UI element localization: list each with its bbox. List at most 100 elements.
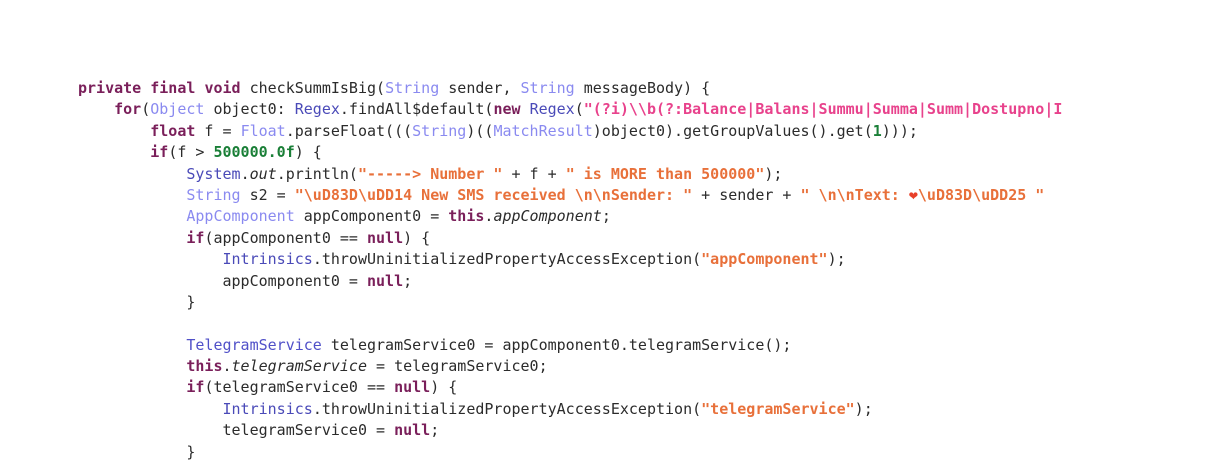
code-line: Intrinsics.throwUninitializedPropertyAcc… (78, 249, 1062, 270)
code-line: String s2 = "\uD83D\uDD14 New SMS receiv… (78, 185, 1062, 206)
code-line: Intrinsics.throwUninitializedPropertyAcc… (78, 399, 1062, 420)
code-indent (78, 336, 186, 354)
code-line: float f = Float.parseFloat(((String)((Ma… (78, 121, 1062, 142)
code-token-plain: ( (141, 100, 151, 119)
code-indent (78, 165, 186, 183)
code-token-plain: ( (574, 100, 584, 119)
code-token-typ: String (186, 185, 241, 204)
code-token-plain: ) { (403, 228, 431, 247)
code-line: } (78, 292, 1062, 313)
code-line: this.telegramService = telegramService0; (78, 356, 1062, 377)
code-line: System.out.println("-----> Number " + f … (78, 164, 1062, 185)
code-token-plain: .println( (276, 164, 358, 183)
code-token-kw: float (150, 121, 196, 140)
code-token-plain: .parseFloat((( (285, 121, 413, 140)
code-token-strb: " \n\nText: (800, 185, 909, 204)
code-line: AppComponent appComponent0 = this.appCom… (78, 206, 1062, 227)
source-code-block[interactable]: private final void checkSummIsBig(String… (78, 78, 1062, 470)
code-token-strb: "telegramService" (701, 399, 855, 418)
code-token-kw: void (204, 79, 241, 97)
code-token-typ2: TelegramService (186, 335, 322, 354)
code-token-plain: .findAll$default( (339, 100, 494, 119)
code-token-kw: null (367, 271, 404, 290)
code-token-plain: + sender + (692, 185, 801, 204)
code-token-strb: "appComponent" (701, 250, 828, 269)
code-token-plain: .throwUninitializedPropertyAccessExcepti… (312, 399, 702, 418)
code-token-plain (521, 100, 530, 118)
code-line: TelegramService telegramService0 = appCo… (78, 335, 1062, 356)
code-indent (78, 443, 186, 461)
code-token-cls: Intrinsics (222, 250, 313, 269)
code-token-plain: s2 = (240, 185, 295, 204)
code-indent (78, 229, 186, 247)
code-token-plain: (telegramService0 == (204, 378, 395, 397)
code-token-typ: String (412, 121, 467, 140)
code-indent (78, 421, 223, 439)
code-token-cls: System (186, 164, 241, 183)
code-line (78, 313, 1062, 334)
code-token-plain: . (222, 357, 232, 376)
code-token-plain: ); (764, 164, 783, 183)
code-token-kw: if (186, 228, 205, 247)
code-indent (78, 378, 186, 396)
code-indent (78, 250, 223, 268)
code-line: if(telegramService0 == null) { (78, 377, 1062, 398)
code-token-plain: ); (854, 399, 873, 418)
code-token-plain: } (186, 292, 196, 311)
code-token-plain: )(( (466, 121, 494, 140)
code-token-plain: + f + (502, 164, 566, 183)
code-token-typ: MatchResult (493, 121, 593, 140)
code-token-plain: appComponent0 = (294, 207, 449, 226)
code-line: telegramService0 = null; (78, 420, 1062, 441)
code-token-plain: )object0).getGroupValues().get( (592, 121, 873, 140)
code-token-plain: sender, (439, 79, 521, 97)
code-token-rgx: "(?i)\\b(?:Balance|Balans|Summu|Summa|Su… (583, 100, 1063, 119)
code-token-heart: ❤ (908, 185, 918, 204)
code-line: private final void checkSummIsBig(String… (78, 78, 1062, 99)
code-token-num: 1 (872, 121, 882, 140)
code-line: appComponent0 = null; (78, 271, 1062, 292)
code-token-fld: appComponent (493, 207, 602, 226)
code-token-cls: Regex (529, 100, 575, 119)
code-token-plain: ; (403, 271, 413, 290)
code-token-statfld: out (249, 164, 277, 183)
code-token-plain: object0: (204, 100, 295, 119)
code-token-plain: . (240, 164, 250, 183)
code-indent (78, 100, 114, 118)
code-token-kw: private (78, 79, 142, 97)
code-token-plain: = telegramService0; (367, 357, 548, 376)
code-token-plain: checkSummIsBig( (240, 79, 386, 97)
code-token-kw: final (150, 79, 196, 97)
code-token-kw: if (186, 378, 205, 397)
code-token-kw: for (114, 100, 142, 119)
code-line: if(f > 500000.0f) { (78, 142, 1062, 163)
code-token-plain: . (484, 207, 494, 226)
code-token-plain: messageBody) { (574, 79, 711, 97)
code-token-num: 500000.0f (213, 143, 295, 162)
code-token-plain: telegramService0 = (222, 421, 395, 440)
code-token-typ: String (385, 79, 440, 97)
code-token-plain: } (186, 442, 196, 461)
code-token-strb: " is MORE than 500000" (565, 164, 765, 183)
code-token-plain: ); (827, 250, 846, 269)
code-indent (78, 207, 186, 225)
code-token-plain: ; (601, 207, 611, 226)
code-token-plain: (appComponent0 == (204, 228, 367, 247)
code-token-fld: telegramService (231, 357, 367, 376)
code-line (78, 463, 1062, 470)
code-token-kw: null (394, 378, 431, 397)
code-token-kw: null (394, 421, 431, 440)
code-token-strb: "-----> Number " (357, 164, 503, 183)
code-token-plain: .throwUninitializedPropertyAccessExcepti… (312, 250, 702, 269)
code-indent (78, 272, 223, 290)
code-token-kw: null (367, 228, 404, 247)
code-token-kw: if (150, 143, 169, 162)
code-token-plain: ) { (430, 378, 458, 397)
code-token-plain: (f > (168, 143, 214, 162)
code-token-typ: AppComponent (186, 207, 295, 226)
code-token-plain: ; (430, 421, 440, 440)
code-indent (78, 400, 223, 418)
code-token-plain: f = (195, 121, 241, 140)
code-token-kw: this (186, 357, 223, 376)
